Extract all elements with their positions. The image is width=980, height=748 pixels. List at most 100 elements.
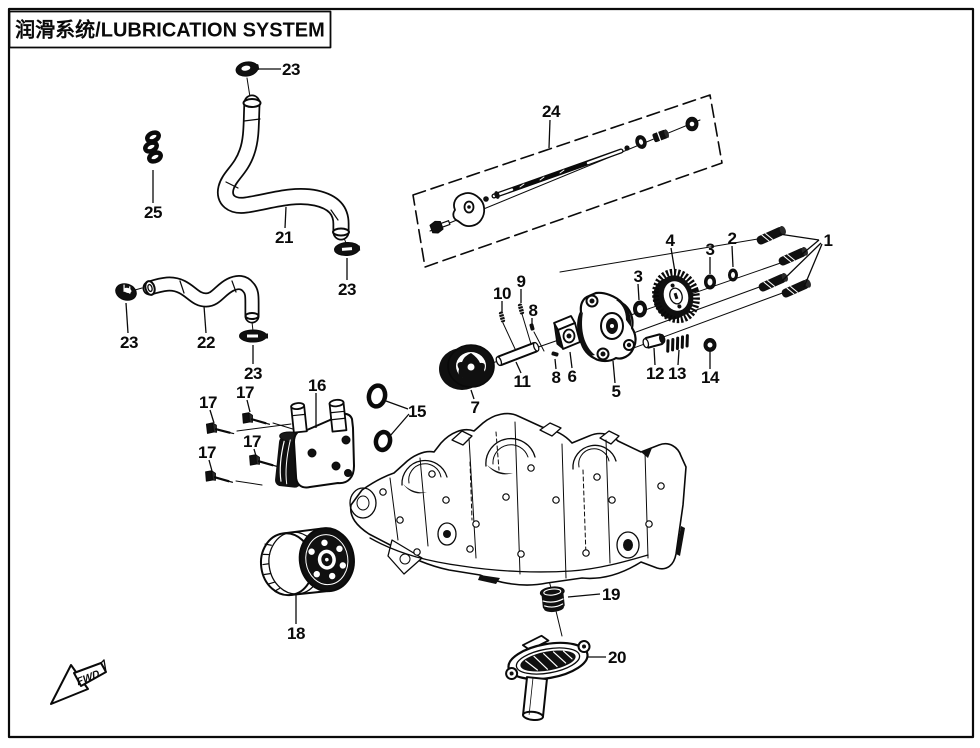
bolt-icon bbox=[429, 220, 451, 234]
part-2-washer bbox=[728, 268, 738, 282]
part-callout-18: 18 bbox=[287, 624, 305, 643]
part-callout-9: 9 bbox=[517, 272, 526, 291]
oil-pump-assembly bbox=[439, 225, 811, 390]
leader-line-part-17 bbox=[209, 409, 215, 424]
leader-line-part-22 bbox=[203, 305, 207, 334]
part-callout-8: 8 bbox=[552, 368, 561, 387]
part-10-pin bbox=[498, 311, 506, 323]
part-callout-12: 12 bbox=[646, 364, 664, 383]
title-box bbox=[8, 10, 332, 49]
cap-icon bbox=[685, 116, 699, 132]
leader-line-part-12 bbox=[653, 347, 656, 366]
leader-line-part-4 bbox=[670, 247, 676, 273]
part-callout-2: 2 bbox=[728, 229, 737, 248]
part-callout-17: 17 bbox=[199, 393, 217, 412]
dashed-detail-box bbox=[412, 94, 723, 268]
leader-line-part-1 bbox=[803, 243, 823, 288]
leader-line-part-23 bbox=[125, 302, 129, 334]
part-17-bolt bbox=[205, 470, 234, 483]
part-9-pin bbox=[517, 303, 525, 315]
leader-line-part-17 bbox=[246, 399, 251, 413]
part-18-oil-filter bbox=[259, 527, 355, 597]
part-17-bolt bbox=[205, 422, 235, 435]
part-23-hose-clamp bbox=[239, 329, 268, 343]
part-23-hose-clamp bbox=[235, 61, 260, 77]
part-1-bolt bbox=[756, 225, 786, 245]
part-callout-24: 24 bbox=[542, 102, 561, 121]
part-25-spring bbox=[143, 130, 163, 164]
leader-line-part-1 bbox=[800, 239, 820, 256]
part-callout-19: 19 bbox=[602, 585, 620, 604]
part-14-plug-nut bbox=[703, 338, 717, 352]
part-callout-3: 3 bbox=[706, 240, 715, 259]
part-8-pin bbox=[529, 323, 535, 331]
leader-line-part-17 bbox=[208, 459, 213, 472]
part-callout-17: 17 bbox=[243, 432, 261, 451]
part-5-pump-body bbox=[577, 291, 637, 363]
part-callout-1: 1 bbox=[824, 231, 833, 250]
part-20-oil-strainer bbox=[505, 634, 591, 722]
bracket-hole-center bbox=[467, 205, 471, 209]
part-22-oil-hose bbox=[142, 275, 260, 324]
part-callout-15: 15 bbox=[408, 402, 426, 421]
leader-line-part-7 bbox=[470, 389, 475, 400]
strainer-tube bbox=[522, 676, 548, 722]
part-7-pump-rotor bbox=[439, 344, 495, 390]
fwd-direction-marker: FWD bbox=[50, 659, 107, 705]
leader-line-part-15 bbox=[385, 400, 409, 410]
part-callout-22: 22 bbox=[197, 333, 215, 352]
part-callout-21: 21 bbox=[275, 228, 293, 247]
part-callout-25: 25 bbox=[144, 203, 162, 222]
part-callout-13: 13 bbox=[668, 364, 686, 383]
dipstick-rod bbox=[491, 148, 624, 199]
part-callout-23: 23 bbox=[120, 333, 138, 352]
part-15-o-rings bbox=[366, 383, 393, 453]
part-callout-3: 3 bbox=[634, 267, 643, 286]
leader-line-part-3 bbox=[637, 283, 640, 301]
part-3-washer bbox=[633, 300, 647, 318]
part-callout-5: 5 bbox=[612, 382, 621, 401]
part-19-grommet bbox=[539, 586, 565, 613]
cooler-inlet-stub bbox=[290, 402, 308, 434]
leader-line-part-1 bbox=[781, 242, 822, 282]
part-17-bolt bbox=[249, 454, 278, 467]
dipstick-bracket bbox=[452, 192, 486, 227]
part-callout-23: 23 bbox=[282, 60, 300, 79]
leader-line-part-2 bbox=[731, 245, 734, 268]
part-callout-17: 17 bbox=[198, 443, 216, 462]
part-23-hose-clamp bbox=[115, 283, 137, 301]
leader-line-part-15 bbox=[389, 413, 410, 437]
part-callout-11: 11 bbox=[514, 372, 531, 391]
leader-line-part-13 bbox=[677, 349, 680, 366]
part-callout-7: 7 bbox=[471, 398, 480, 417]
part-6-rotor-block bbox=[553, 315, 581, 350]
part-callout-6: 6 bbox=[568, 367, 577, 386]
part-24-dipstick-assembly bbox=[412, 94, 723, 268]
page-border bbox=[7, 7, 975, 739]
part-3-washer bbox=[704, 274, 716, 290]
leader-line-part-17 bbox=[253, 448, 257, 457]
part-4-sprocket bbox=[652, 268, 700, 324]
part-callout-17: 17 bbox=[236, 383, 254, 402]
title-block: 润滑系统/LUBRICATION SYSTEM bbox=[8, 10, 332, 49]
leader-line-part-6 bbox=[569, 351, 573, 369]
part-12-relief-plunger bbox=[642, 333, 666, 349]
leader-line-part-1 bbox=[778, 233, 820, 241]
part-callout-14: 14 bbox=[701, 368, 720, 387]
part-callout-8: 8 bbox=[529, 301, 538, 320]
collar-icon bbox=[652, 129, 670, 143]
part-callout-4: 4 bbox=[666, 231, 676, 250]
part-21-oil-hose bbox=[216, 94, 350, 241]
part-callout-10: 10 bbox=[493, 284, 511, 303]
part-1-bolt bbox=[778, 246, 808, 266]
part-callout-23: 23 bbox=[244, 364, 262, 383]
small-washer-icon bbox=[483, 196, 489, 202]
washer-icon bbox=[635, 135, 647, 149]
part-11-pump-shaft bbox=[495, 341, 540, 367]
leader-line-part-21 bbox=[284, 206, 287, 229]
leader-line-part-11 bbox=[515, 361, 522, 374]
part-23-hose-clamp bbox=[334, 241, 361, 257]
